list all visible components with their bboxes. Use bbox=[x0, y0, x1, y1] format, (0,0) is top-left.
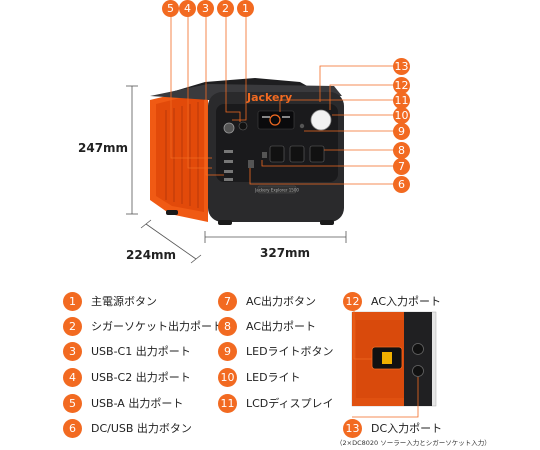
legend-number: 1 bbox=[63, 291, 82, 311]
legend-label: シガーソケット出力ポート bbox=[91, 320, 223, 333]
legend-item-4: 4 USB-C2 出力ポート bbox=[63, 367, 191, 387]
legend-number: 11 bbox=[218, 393, 237, 413]
legend-number: 7 bbox=[218, 291, 237, 311]
callout-6: 6 bbox=[393, 176, 410, 193]
legend-label: LCDディスプレイ bbox=[246, 397, 334, 410]
legend-label: LEDライト bbox=[246, 371, 301, 384]
legend-label: AC出力ボタン bbox=[246, 295, 317, 308]
callout-7: 7 bbox=[393, 158, 410, 175]
callout-9: 9 bbox=[393, 123, 410, 140]
callout-5: 5 bbox=[162, 0, 179, 17]
legend-number: 2 bbox=[63, 316, 82, 336]
legend-number: 10 bbox=[218, 367, 237, 387]
legend-item-10: 10 LEDライト bbox=[218, 367, 301, 387]
legend-number: 3 bbox=[63, 341, 82, 361]
legend-number: 5 bbox=[63, 393, 82, 413]
callout-4: 4 bbox=[179, 0, 196, 17]
legend-item-11: 11 LCDディスプレイ bbox=[218, 393, 334, 413]
callout-8: 8 bbox=[393, 142, 410, 159]
brand-logo: Jackery bbox=[246, 91, 292, 104]
dc-input-note: （2×DC8020 ソーラー入力とシガーソケット入力） bbox=[336, 439, 491, 447]
callout-2: 2 bbox=[217, 0, 234, 17]
legend-label: AC出力ポート bbox=[246, 320, 317, 333]
callout-12: 12 bbox=[393, 77, 410, 94]
legend-item-5: 5 USB-A 出力ポート bbox=[63, 393, 183, 413]
legend-number: 13 bbox=[343, 418, 362, 438]
legend-label: DC/USB 出力ボタン bbox=[91, 422, 192, 435]
legend-item-13: 13 DC入力ポート bbox=[343, 418, 442, 438]
front-panel bbox=[216, 104, 338, 182]
legend-item-3: 3 USB-C1 出力ポート bbox=[63, 341, 191, 361]
led-light bbox=[310, 109, 332, 131]
legend-item-7: 7 AC出力ボタン bbox=[218, 291, 316, 311]
legend-item-12: 12 AC入力ポート bbox=[343, 291, 441, 311]
legend-item-6: 6 DC/USB 出力ボタン bbox=[63, 418, 192, 438]
width-label: 327mm bbox=[260, 246, 311, 260]
callout-11: 11 bbox=[393, 92, 410, 109]
legend-number: 4 bbox=[63, 367, 82, 387]
legend-item-9: 9 LEDライトボタン bbox=[218, 341, 334, 361]
svg-text:Jackery Explorer 1500: Jackery Explorer 1500 bbox=[254, 188, 299, 193]
height-label: 247mm bbox=[78, 141, 129, 155]
legend-label: USB-C1 出力ポート bbox=[91, 345, 191, 358]
dc-input-port-2 bbox=[412, 365, 424, 377]
lcd-display bbox=[257, 110, 295, 130]
legend-label: USB-C2 出力ポート bbox=[91, 371, 191, 384]
car-socket bbox=[238, 121, 248, 131]
callout-3: 3 bbox=[197, 0, 214, 17]
legend-number: 9 bbox=[218, 341, 237, 361]
led-button bbox=[299, 123, 305, 129]
depth-label: 224mm bbox=[126, 248, 177, 262]
callout-1: 1 bbox=[237, 0, 254, 17]
legend-number: 8 bbox=[218, 316, 237, 336]
dc-input-port-1 bbox=[412, 343, 424, 355]
main-power-button bbox=[223, 122, 235, 134]
legend-number: 12 bbox=[343, 291, 362, 311]
legend-item-2: 2 シガーソケット出力ポート bbox=[63, 316, 223, 336]
ac-outlets bbox=[269, 145, 325, 163]
callout-13: 13 bbox=[393, 58, 410, 75]
legend-number: 6 bbox=[63, 418, 82, 438]
legend-item-1: 1 主電源ボタン bbox=[63, 291, 157, 311]
legend-label: AC入力ポート bbox=[371, 295, 442, 308]
legend-item-8: 8 AC出力ポート bbox=[218, 316, 316, 336]
legend-label: USB-A 出力ポート bbox=[91, 397, 184, 410]
legend-label: LEDライトボタン bbox=[246, 345, 334, 358]
legend-label: 主電源ボタン bbox=[91, 295, 157, 308]
depth-dimension-line bbox=[145, 223, 197, 260]
legend-label: DC入力ポート bbox=[371, 422, 443, 435]
callout-10: 10 bbox=[393, 107, 410, 124]
